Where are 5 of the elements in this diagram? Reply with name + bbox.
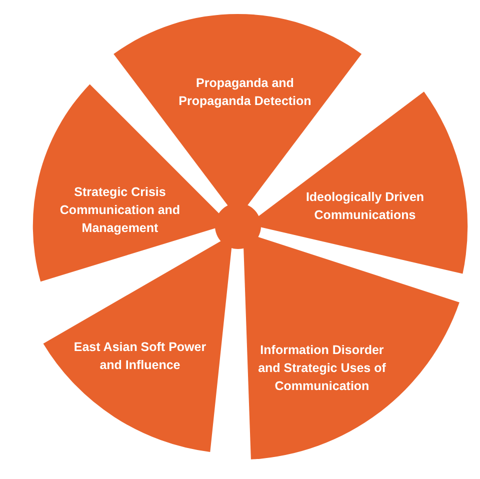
segment-label: East Asian Soft Power and Influence [72,338,208,374]
segment-label: Information Disorder and Strategic Uses of Communication [257,342,387,395]
segment-label: Propaganda and Propaganda Detection [178,75,312,110]
segment-label: Strategic Crisis Communication and Management [58,184,182,237]
segment-label: Ideologically Driven Communications [304,188,426,224]
